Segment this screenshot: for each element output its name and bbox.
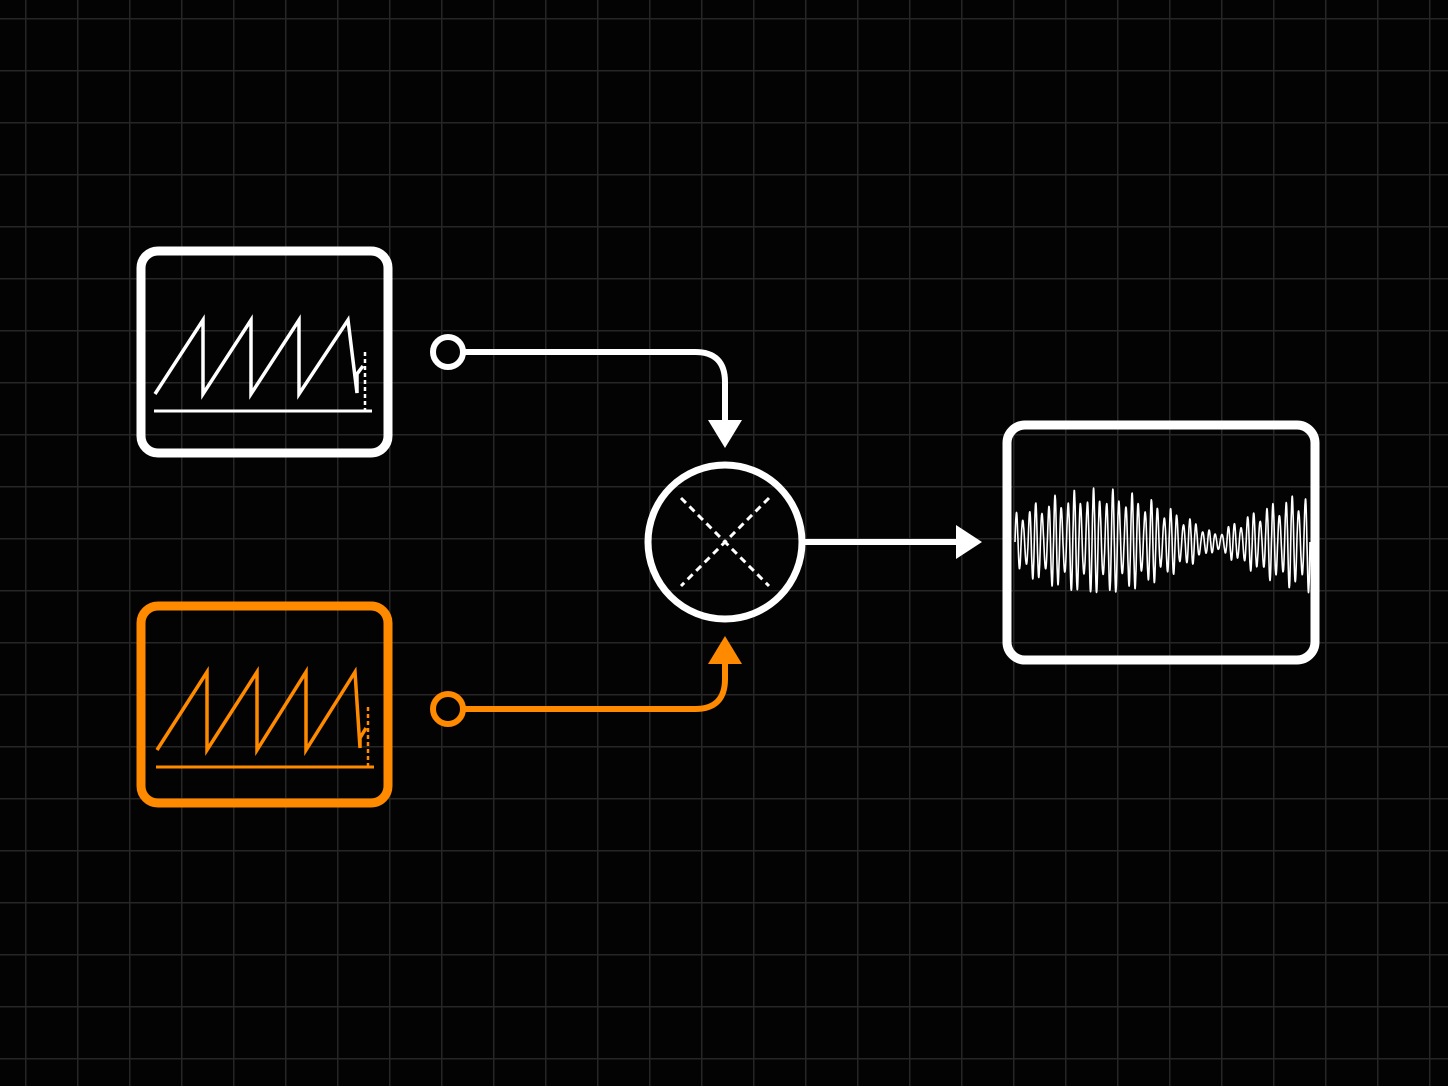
multiplier-node (644, 461, 806, 623)
oscillator-a-node (136, 246, 393, 458)
wire-b (463, 660, 728, 712)
multiply-icon (679, 496, 771, 588)
output-port-a (430, 334, 466, 370)
arrow-head-out (956, 525, 982, 559)
oscillator-b-frame (136, 601, 393, 808)
sawtooth-wave (155, 665, 368, 757)
arrow-head-a (708, 420, 742, 448)
oscillator-a-waveform (153, 314, 372, 413)
connector-out (805, 525, 982, 559)
oscillator-a-frame (136, 246, 393, 458)
arrow-head-b (708, 636, 742, 664)
modulated-waveform (1014, 487, 1311, 594)
result-frame (1002, 420, 1320, 665)
sawtooth-wave (153, 314, 365, 400)
result-node (1002, 420, 1320, 665)
wire-a (463, 349, 728, 420)
connector-b (430, 636, 742, 727)
multiplier-ring (644, 461, 806, 623)
output-port-b (430, 691, 466, 727)
oscillator-b-node (136, 601, 393, 808)
connector-a (430, 334, 742, 448)
oscillator-b-waveform (155, 665, 374, 769)
